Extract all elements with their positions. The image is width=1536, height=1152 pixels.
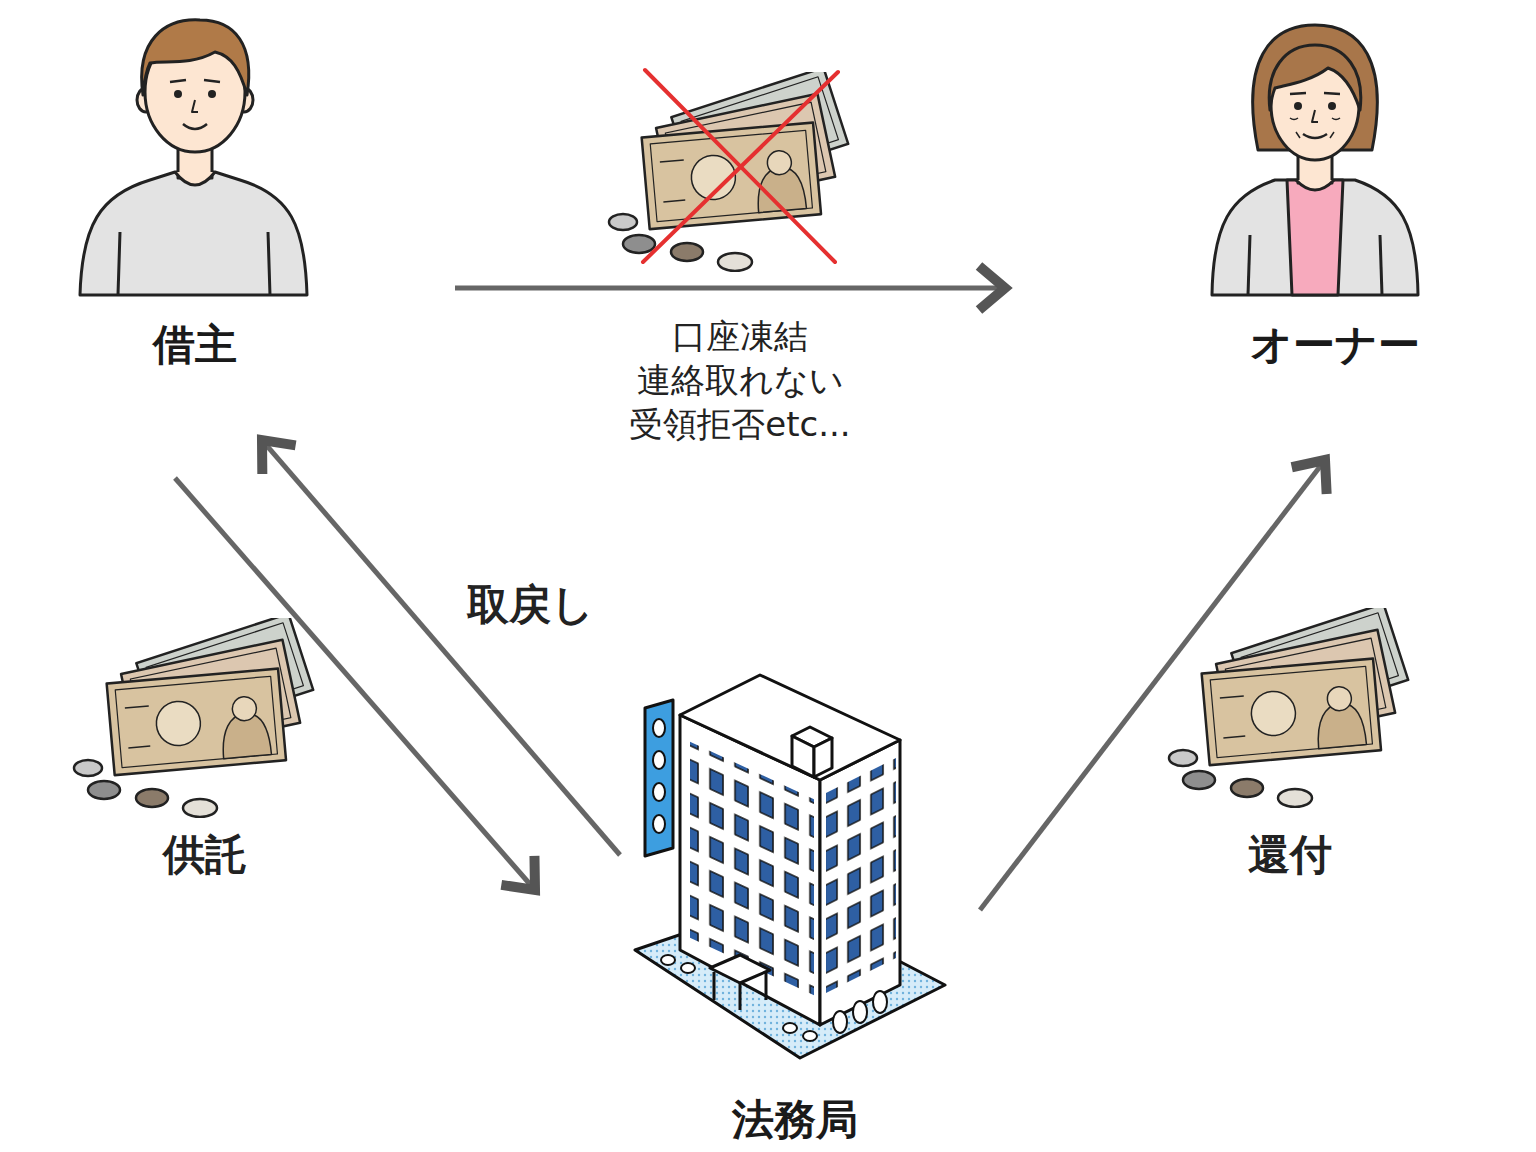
node-label: 法務局 [635,1095,955,1145]
edge-label: 口座凍結 連絡取れない 受領拒否etc... [615,314,865,447]
borrower-figure [80,20,307,295]
flow-arrow [262,440,620,855]
figure-node: オーナー [1200,5,1460,375]
flow-arrow [455,266,1005,310]
node-label: 借主 [35,320,355,370]
edge-label: 取戻し [420,580,640,630]
flow-arrow [175,478,535,890]
money-icon [74,614,313,817]
money-icon [1169,604,1408,807]
edge-label: 還付 [1180,830,1400,880]
figure-node: 法務局 [620,675,960,1145]
edge-label: 供託 [95,830,315,880]
money-icon [609,68,848,271]
owner-figure [1212,25,1418,295]
node-label: オーナー [1175,320,1495,370]
cross-mark [643,70,838,262]
building-figure [635,675,945,1058]
figure-node: 借主 [75,5,325,375]
